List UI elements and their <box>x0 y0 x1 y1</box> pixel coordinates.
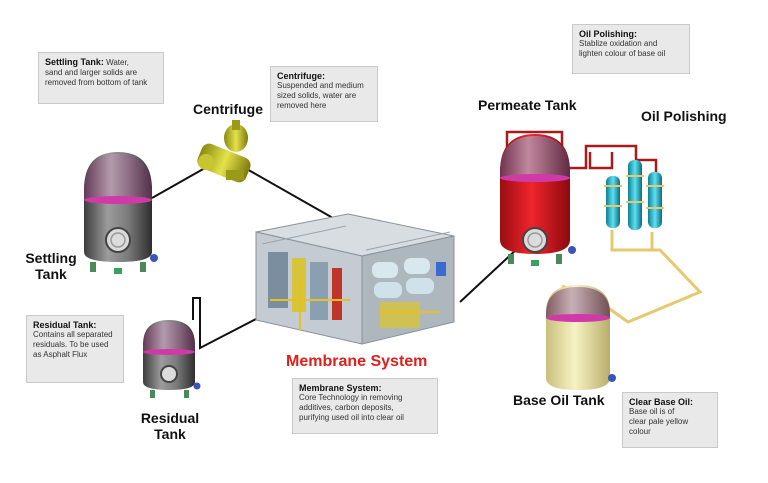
callout-line: colour <box>629 427 651 436</box>
callout-line: sized solids, water are <box>277 91 357 100</box>
callout-line: as Asphalt Flux <box>33 350 88 359</box>
label-membrane-system: Membrane System <box>286 353 428 370</box>
label-line: Tank <box>35 266 67 282</box>
pipe-centrifuge-to-membrane <box>244 167 341 223</box>
label-line: Tank <box>154 426 186 442</box>
label-centrifuge: Centrifuge <box>193 101 263 117</box>
callout-settling-tank: Settling Tank: Water, sand and larger so… <box>38 52 164 104</box>
callout-heading: Residual Tank: <box>33 320 97 330</box>
label-line: Residual <box>140 410 200 426</box>
pipe-residual-to-membrane <box>192 297 259 350</box>
callout-line: lighten colour of base oil <box>579 49 666 58</box>
callout-line: purifying used oil into clear oil <box>299 413 404 422</box>
permeate-tank-icon <box>500 134 576 266</box>
callout-heading: Centrifuge: <box>277 71 325 81</box>
callout-line: sand and larger solids are <box>45 68 138 77</box>
callout-heading: Clear Base Oil: <box>629 397 694 407</box>
centrifuge-icon <box>197 120 251 183</box>
callout-line: removed here <box>277 101 327 110</box>
label-settling-tank: Settling Tank <box>22 250 80 282</box>
callout-line: clear pale yellow <box>629 417 689 426</box>
callout-line: additives, carbon deposits, <box>299 403 394 412</box>
callout-heading: Oil Polishing: <box>579 29 637 39</box>
filter-column-icon <box>604 160 664 230</box>
callout-oil-polishing: Oil Polishing: Stablize oxidation and li… <box>572 24 690 74</box>
callout-line: removed from bottom of tank <box>45 78 148 87</box>
settling-tank-icon <box>84 152 158 274</box>
pipe-settling-to-centrifuge <box>151 167 206 199</box>
pipe-permeate-to-polishing <box>505 130 658 172</box>
callout-line: Stablize oxidation and <box>579 39 658 48</box>
base-oil-tank-icon <box>546 285 616 390</box>
callout-membrane-system: Membrane System: Core Technology in remo… <box>292 378 438 434</box>
callout-clear-base-oil: Clear Base Oil: Base oil is of clear pal… <box>622 392 718 448</box>
label-residual-tank: Residual Tank <box>134 410 206 442</box>
label-oil-polishing: Oil Polishing <box>641 108 727 124</box>
callout-line: Suspended and medium <box>277 81 364 90</box>
callout-line: Water, <box>106 58 129 67</box>
callout-line: Contains all separated <box>33 330 113 339</box>
pipe-polishing-loop <box>588 152 614 170</box>
residual-tank-icon <box>143 320 201 398</box>
callout-heading: Settling Tank: <box>45 57 104 67</box>
label-base-oil-tank: Base Oil Tank <box>513 392 605 408</box>
callout-heading: Membrane System: <box>299 383 382 393</box>
callout-line: residuals. To be used <box>33 340 109 349</box>
label-permeate-tank: Permeate Tank <box>478 97 577 113</box>
callout-line: Base oil is of <box>629 407 675 416</box>
callout-line: Core Technology in removing <box>299 393 403 402</box>
callout-centrifuge: Centrifuge: Suspended and medium sized s… <box>270 66 378 122</box>
pipes <box>151 130 703 350</box>
membrane-unit-icon <box>255 213 455 345</box>
label-line: Settling <box>25 250 77 266</box>
callout-residual-tank: Residual Tank: Contains all separated re… <box>26 315 124 383</box>
